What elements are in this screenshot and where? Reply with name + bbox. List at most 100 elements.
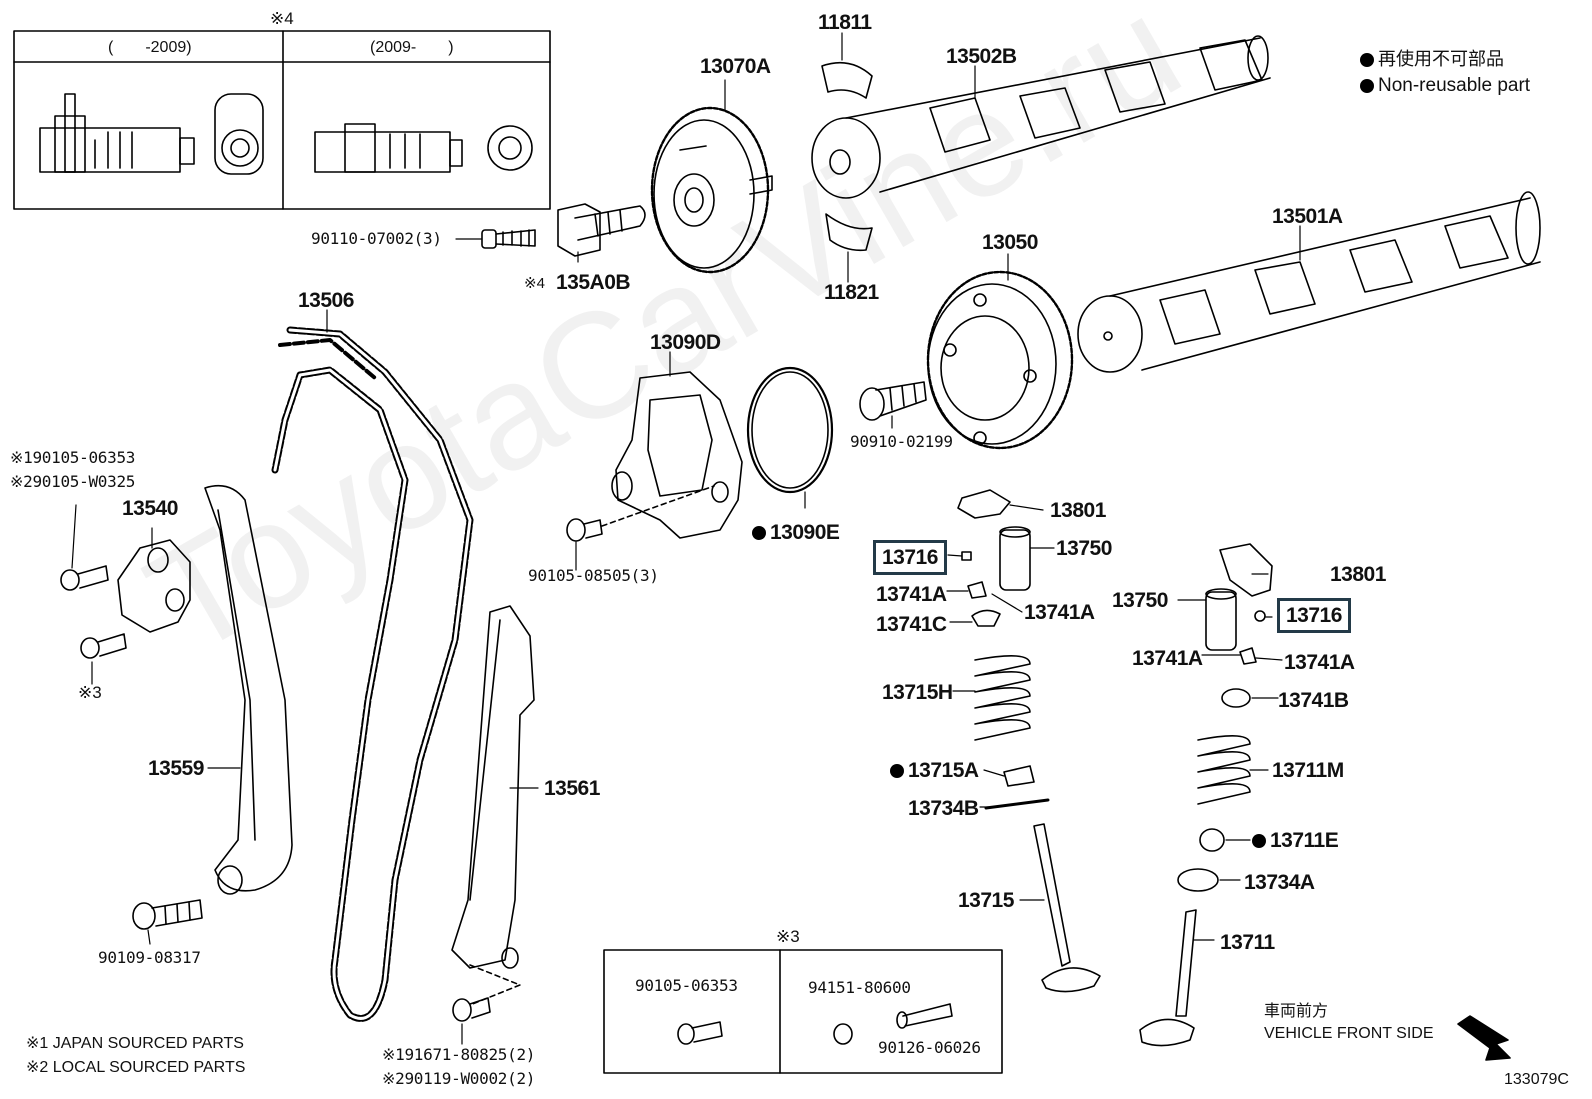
highlight-13716-a[interactable]: 13716 (873, 540, 947, 575)
part-label-13750-a[interactable]: 13750 (1056, 537, 1112, 560)
part-label-13561[interactable]: 13561 (544, 777, 600, 800)
bolt-90109-art (132, 899, 203, 930)
part-label-13715H[interactable]: 13715H (882, 681, 953, 704)
part-label-90110-07002[interactable]: 90110-07002(3) (311, 229, 442, 248)
part-label-13741A-3[interactable]: 13741A (1132, 647, 1203, 670)
part-label-135A0B[interactable]: 135A0B (556, 271, 631, 294)
spring-13711M-art (1197, 735, 1251, 805)
bearing-11811-art (821, 61, 873, 99)
part-label-13741A-2[interactable]: 13741A (1024, 601, 1095, 624)
part-label-13050[interactable]: 13050 (982, 231, 1038, 254)
chain-tensioner-13540-art (117, 539, 191, 633)
part-label-13716-a[interactable]: 13716 (882, 546, 938, 569)
top-box-right-header: (2009- ) (370, 39, 454, 56)
lash-adjuster-13750b-art (1205, 588, 1237, 651)
part-label-90105-08505[interactable]: 90105-08505(3) (528, 566, 659, 585)
shim-13734A-art (1177, 868, 1219, 892)
part-label-13741A-4[interactable]: 13741A (1284, 651, 1355, 674)
bolt-91671-art (452, 997, 491, 1022)
part-label-13559[interactable]: 13559 (148, 757, 204, 780)
bottom-box-note-mark: ※3 (776, 927, 800, 946)
part-label-90109-08317[interactable]: 90109-08317 (98, 948, 201, 967)
legend-en: Non-reusable part (1360, 76, 1530, 95)
spring-13715H-art (974, 655, 1031, 741)
part-label-13506[interactable]: 13506 (298, 289, 354, 312)
part-label-13502B[interactable]: 13502B (946, 45, 1017, 68)
direction-en: VEHICLE FRONT SIDE (1264, 1025, 1434, 1042)
bottom-box-right-part-2: 90126-06026 (878, 1038, 981, 1057)
part-label-13711E[interactable]: 13711E (1252, 830, 1339, 851)
part-label-13801-a[interactable]: 13801 (1050, 499, 1106, 522)
part-label-13090D[interactable]: 13090D (650, 331, 721, 354)
gasket-13090E-art (746, 366, 834, 494)
chain-tensioner-arm-13559-art (204, 484, 293, 895)
part-label-11811[interactable]: 11811 (818, 11, 872, 34)
front-direction-arrow-art (1457, 1015, 1511, 1061)
part-mark-3: ※3 (78, 683, 102, 702)
camshaft-13501A-art (1077, 191, 1541, 373)
part-label-13711M[interactable]: 13711M (1272, 759, 1344, 782)
part-label-13741C[interactable]: 13741C (876, 613, 947, 636)
diagram-code: 133079C (1504, 1071, 1569, 1088)
retainer-13741B-art (1221, 688, 1251, 708)
ocv-135A0B-art (557, 203, 646, 257)
part-label-90105-06353[interactable]: ※190105-06353 (10, 448, 136, 467)
leader-lines (71, 32, 1301, 1045)
part-label-11821[interactable]: 11821 (824, 281, 879, 304)
cam-cover-13090D-art (611, 371, 743, 539)
timing-chain-13506-art (271, 326, 474, 1022)
part-label-90119-W0002[interactable]: ※290119-W0002(2) (382, 1069, 536, 1088)
part-label-13090E[interactable]: 13090E (752, 522, 840, 543)
bottom-reference-box (603, 949, 1003, 1074)
tip-13716b-art (1254, 610, 1266, 622)
legend-jp: 再使用不可部品 (1360, 50, 1504, 68)
non-reusable-dot-icon (752, 526, 766, 541)
shim-13734B-art (984, 798, 1050, 810)
chain-guide-13561-art (451, 605, 535, 1006)
bolt-90910-art (859, 381, 927, 421)
part-label-91671-80825[interactable]: ※191671-80825(2) (382, 1045, 536, 1064)
timing-gear-13070A-art (650, 106, 773, 274)
bolt-90105-06353-art (60, 565, 109, 591)
bearing-11821-art (825, 213, 873, 252)
part-label-13734B[interactable]: 13734B (908, 797, 979, 820)
part-label-13540[interactable]: 13540 (122, 497, 178, 520)
keeper-13741A-1-art (967, 581, 987, 599)
lash-adjuster-13750a-art (999, 526, 1031, 591)
valve-13711-art (1139, 909, 1197, 1047)
part-label-90910-02199[interactable]: 90910-02199 (850, 432, 953, 451)
rocker-arm-13801a-art (957, 489, 1011, 519)
valve-13715-art (1033, 823, 1101, 993)
part-label-13711[interactable]: 13711 (1220, 931, 1275, 954)
bottom-box-left-part: 90105-06353 (635, 976, 738, 995)
non-reusable-dot-icon (890, 764, 904, 779)
part-label-90105-W0325[interactable]: ※290105-W0325 (10, 472, 136, 491)
tip-13716a-art (961, 551, 972, 561)
part-label-13501A[interactable]: 13501A (1272, 205, 1343, 228)
bolt-90110-art (481, 229, 536, 249)
part-label-13734A[interactable]: 13734A (1244, 871, 1315, 894)
direction-jp: 車両前方 (1264, 1003, 1329, 1020)
top-box-note-mark: ※4 (270, 9, 294, 28)
part-mark-135A0B: ※4 (524, 275, 545, 292)
top-reference-box (13, 30, 551, 210)
part-label-13070A[interactable]: 13070A (700, 55, 771, 78)
highlight-13716-b[interactable]: 13716 (1277, 598, 1351, 633)
retainer-13741C-art (971, 609, 1001, 627)
bolt-mark3-art (80, 633, 127, 659)
part-label-13741B[interactable]: 13741B (1278, 689, 1349, 712)
part-label-13801-b[interactable]: 13801 (1330, 563, 1386, 586)
note-local-sourced: ※2 LOCAL SOURCED PARTS (26, 1059, 246, 1076)
part-label-13750-b[interactable]: 13750 (1112, 589, 1168, 612)
bottom-box-right-part-1: 94151-80600 (808, 978, 911, 997)
timing-gear-13050-art (926, 270, 1074, 450)
part-label-13715A[interactable]: 13715A (890, 760, 979, 781)
part-label-13741A-1[interactable]: 13741A (876, 583, 947, 606)
part-label-13715[interactable]: 13715 (958, 889, 1014, 912)
top-box-left-header: ( -2009) (108, 39, 192, 56)
non-reusable-dot-icon (1252, 834, 1266, 849)
part-label-13716-b[interactable]: 13716 (1286, 604, 1342, 627)
rocker-arm-13801b-art (1219, 543, 1273, 597)
non-reusable-dot-icon (1360, 78, 1374, 93)
